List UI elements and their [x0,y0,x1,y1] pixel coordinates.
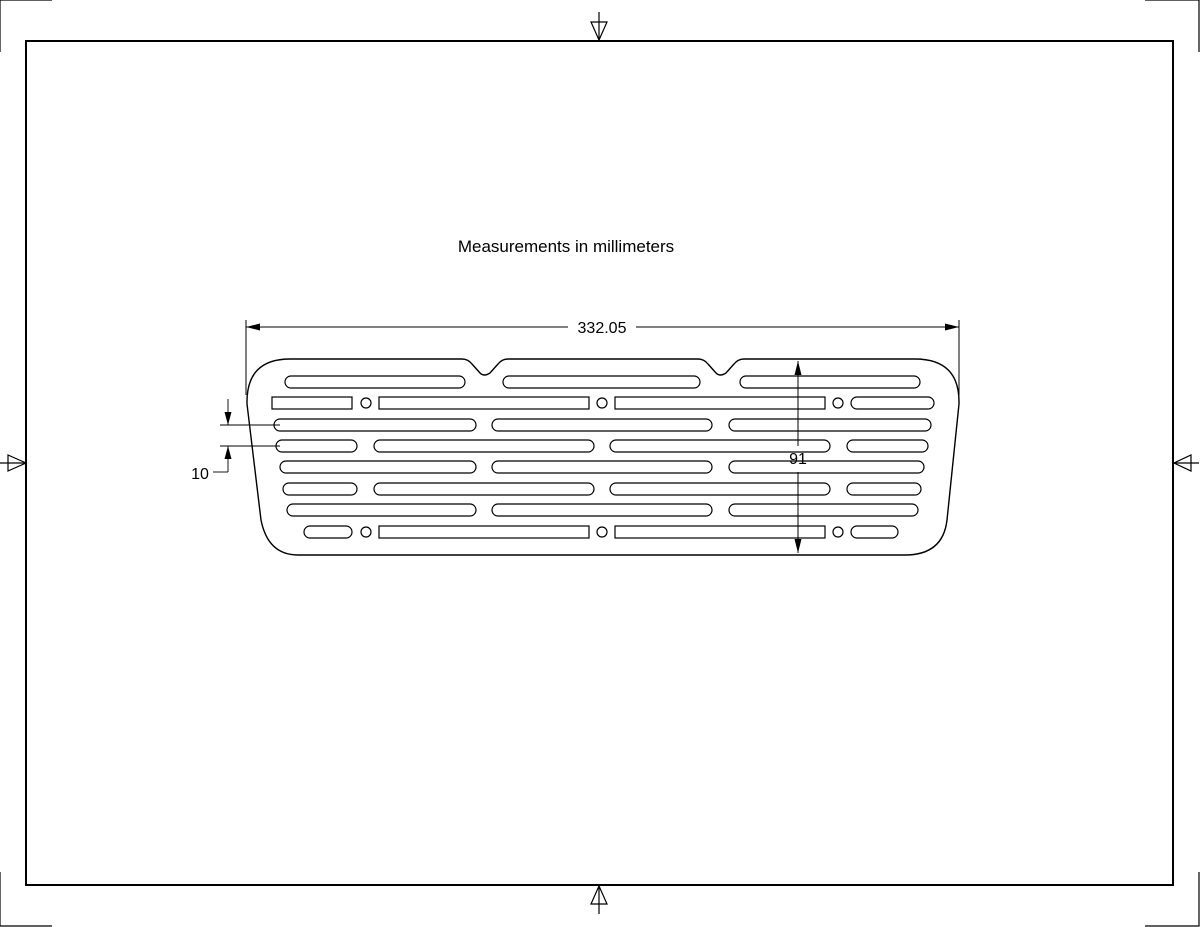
slot-pattern [271,375,935,539]
slot [273,418,477,432]
slot [491,460,713,474]
slot [373,439,595,453]
slot [378,525,590,539]
corner-mark-top-right [1145,0,1200,52]
slot [275,439,358,453]
slot [614,525,826,539]
slot [846,439,929,453]
slot [303,525,353,539]
slot [728,460,925,474]
height-dimension: 91 [789,361,807,553]
slot [491,503,713,517]
slot [609,439,831,453]
centering-mark-bottom [590,884,608,914]
width-dimension: 332.05 [245,320,960,395]
height-dimension-value: 91 [789,451,807,468]
slot [850,525,899,539]
centering-mark-right [1172,454,1199,472]
slot [850,396,935,410]
centering-mark-left [0,454,28,472]
slot [502,375,701,389]
slot [846,482,922,496]
slot [282,482,358,496]
slot [739,375,921,389]
corner-mark-bottom-left [0,872,52,927]
mounting-hole [360,526,372,538]
sheet-border [25,40,1174,886]
mounting-hole [596,526,608,538]
slot [271,396,353,410]
slot [728,418,932,432]
slot [609,482,831,496]
centering-mark-top [590,12,608,42]
slot [614,396,826,410]
slot [491,418,713,432]
slot [284,375,466,389]
slot [728,503,919,517]
vent-grille-plate [246,358,960,556]
corner-mark-bottom-right [1145,872,1200,927]
plate-outline [246,358,960,556]
slot [286,503,477,517]
slot [378,396,590,410]
units-note: Measurements in millimeters [458,237,674,256]
mounting-hole [596,397,608,409]
slot-pitch-dimension: 10 [191,399,280,483]
mounting-hole [832,397,844,409]
width-dimension-value: 332.05 [578,320,627,337]
slot [373,482,595,496]
mounting-hole [832,526,844,538]
mounting-hole [360,397,372,409]
slot-pitch-value: 10 [191,466,209,483]
slot [279,460,477,474]
